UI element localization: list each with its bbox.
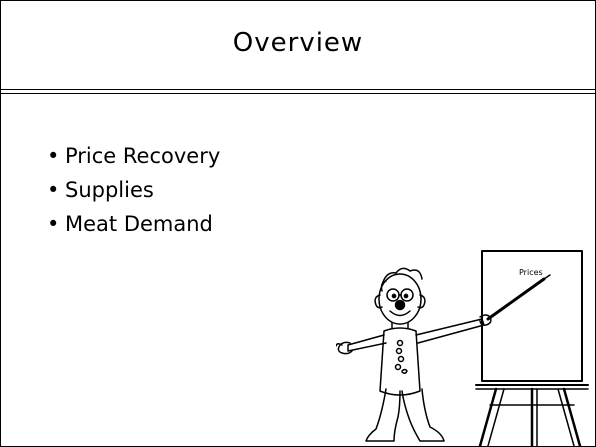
bullet-marker: •	[47, 212, 60, 236]
slide-title: Overview	[232, 28, 364, 58]
bullet-item: •Meat Demand	[47, 207, 220, 241]
title-area: Overview	[1, 1, 595, 89]
title-divider-top	[1, 89, 595, 90]
title-divider-bottom	[1, 93, 595, 94]
easel-icon	[475, 250, 589, 446]
bullet-marker: •	[47, 178, 60, 202]
bullet-list: •Price Recovery •Supplies •Meat Demand	[47, 139, 220, 241]
bullet-marker: •	[47, 144, 60, 168]
pointer-stick-icon	[486, 274, 551, 321]
presenter-icon	[336, 267, 492, 442]
board-label: Prices	[519, 268, 543, 277]
presenter-illustration: Prices	[336, 250, 589, 446]
bullet-text: Meat Demand	[65, 212, 213, 236]
bullet-text: Price Recovery	[65, 144, 221, 168]
bullet-item: •Price Recovery	[47, 139, 220, 173]
bullet-item: •Supplies	[47, 173, 220, 207]
bullet-text: Supplies	[65, 178, 154, 202]
